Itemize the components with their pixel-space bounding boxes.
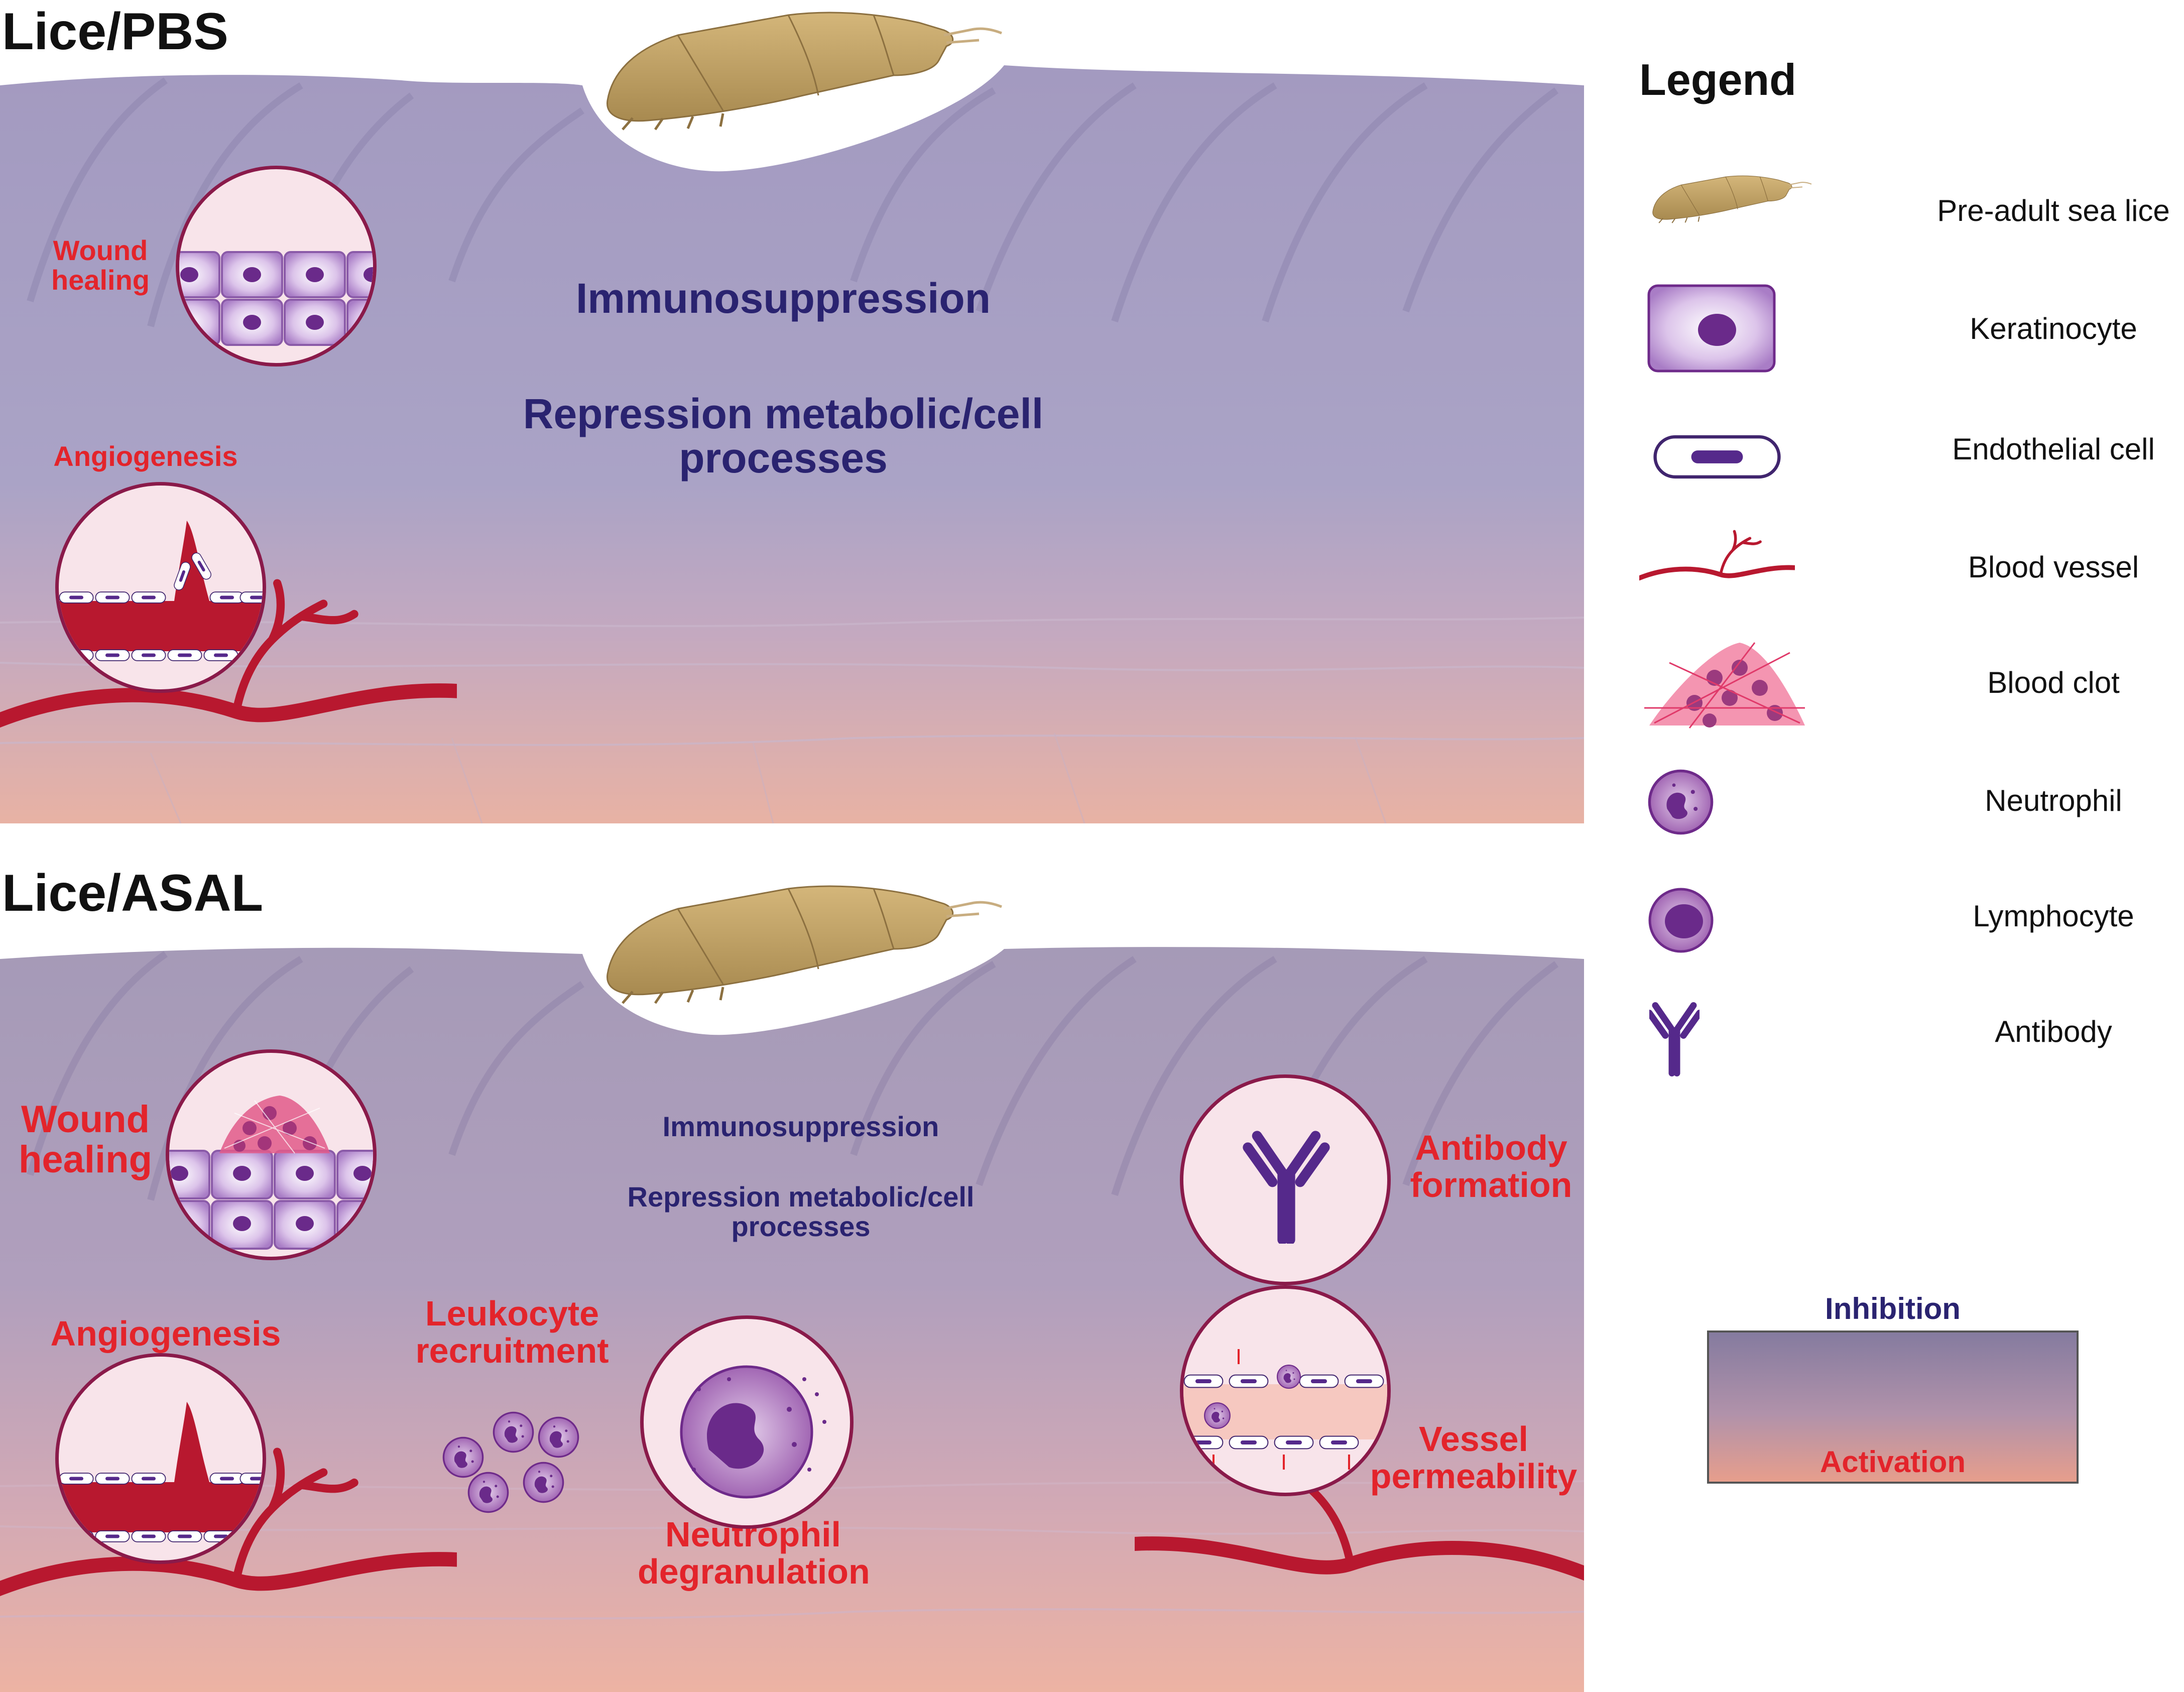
tissue-background-top [0,65,1584,823]
inhibition-activation-scale [1707,1331,2079,1484]
panel-title-asal: Lice/ASAL [2,864,264,922]
angiogenesis-label-top: Angiogenesis [53,440,238,472]
angiogenesis-circle-bottom [55,1353,266,1564]
legend-label-keratinocyte: Keratinocyte [1970,312,2137,345]
scale-label-activation: Activation [1819,1445,1966,1479]
blood-vessel-icon [1639,527,1795,587]
leukocyte-cluster [442,1411,579,1513]
keratinocyte-icon [1647,284,1776,373]
sea-louse-bottom [592,874,1009,1009]
legend-label-neutrophil: Neutrophil [1985,784,2122,817]
legend-label-antibody: Antibody [1995,1015,2112,1048]
wound-healing-label-bottom: Wound healing [18,1098,153,1181]
neutrophil-icon [1647,768,1717,838]
blood-clot-icon [1644,642,1805,729]
wound-healing-label-top: Wound healing [51,234,150,296]
repression-label-bottom: Repression metabolic/cell processes [627,1181,975,1242]
panel-lice-asal: Lice/ASAL Immunosuppression Repression m… [0,864,1584,1692]
neutrophil-degranulation-circle [640,1315,854,1529]
leukocyte-recruitment-label: Leukocyte recruitment [415,1294,609,1370]
antibody-icon [1649,997,1700,1082]
antibody-formation-label: Antibody formation [1410,1128,1572,1204]
wound-clot-circle-bottom [166,1049,377,1260]
antibody-circle [1180,1074,1391,1285]
keratinocyte-circle-top [176,166,377,367]
legend-label-blood-vessel: Blood vessel [1968,550,2139,584]
lymphocyte-icon [1648,888,1714,953]
angiogenesis-circle-top [55,482,266,693]
legend-label-endothelial: Endothelial cell [1952,432,2155,466]
angiogenesis-label-bottom: Angiogenesis [50,1314,281,1353]
tissue-background-bottom [0,947,1584,1692]
repression-label-top: Repression metabolic/cell processes [523,390,1044,482]
vessel-permeability-label: Vessel permeability [1370,1419,1578,1496]
endothelial-cell-icon [1642,434,1792,479]
panel-lice-pbs: Lice/PBS Immunosuppression Repression me… [0,0,1584,823]
sea-louse-top [592,0,1009,136]
legend-title: Legend [1639,55,1796,104]
sea-louse-icon [1652,175,1812,223]
legend-label-blood-clot: Blood clot [1987,666,2120,699]
immunosuppression-label-top: Immunosuppression [575,275,991,322]
panel-title-pbs: Lice/PBS [2,3,228,61]
vessel-permeability-circle [1180,1285,1391,1496]
scale-label-inhibition: Inhibition [1825,1292,1961,1325]
legend-label-lymphocyte: Lymphocyte [1973,899,2134,933]
neutrophil-degranulation-label: Neutrophil degranulation [638,1515,870,1591]
immunosuppression-label-bottom: Immunosuppression [662,1111,939,1142]
legend-label-sea-lice: Pre-adult sea lice [1937,194,2170,227]
